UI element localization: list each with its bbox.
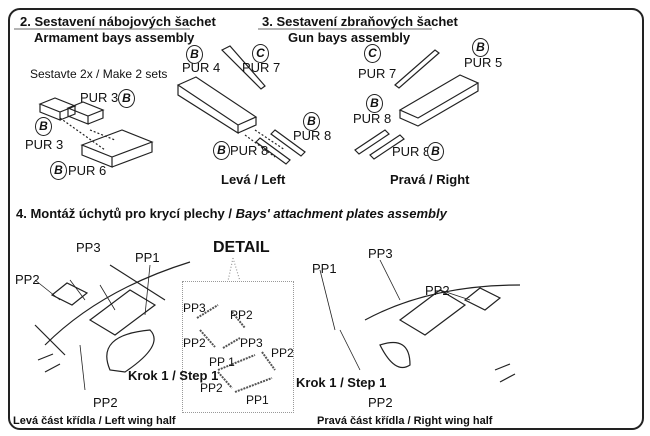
part-label: PUR 8 bbox=[230, 143, 269, 158]
section2-title-cz: 2. Sestavení nábojových šachet bbox=[20, 14, 216, 29]
material-b-marker: B bbox=[303, 112, 320, 131]
part-label: PUR 5 bbox=[464, 55, 503, 70]
part-label: PP1 bbox=[246, 393, 269, 407]
part-label: PUR 7 bbox=[358, 66, 397, 81]
part-label: PP3 bbox=[240, 336, 263, 350]
material-b-marker: B bbox=[213, 141, 230, 160]
detail-label: DETAIL bbox=[213, 239, 270, 256]
part-label: PP2 bbox=[93, 395, 118, 410]
part-label: PP3 bbox=[368, 246, 393, 261]
part-label: PP 1 bbox=[209, 355, 235, 369]
part-label: PUR 3 bbox=[80, 90, 119, 105]
section2-title-en: Armament bays assembly bbox=[34, 30, 195, 45]
part-label: PP3 bbox=[76, 240, 101, 255]
material-b-marker: B bbox=[472, 38, 489, 57]
left-wing-drawing bbox=[34, 261, 191, 391]
material-c-marker: C bbox=[252, 44, 269, 63]
part-label: PUR 8 bbox=[353, 111, 392, 126]
part-label: PP3 bbox=[183, 301, 206, 315]
left-caption: Levá / Left bbox=[221, 172, 286, 187]
part-label: PUR 3 bbox=[25, 137, 64, 152]
right-caption: Pravá / Right bbox=[390, 172, 470, 187]
right-wing-drawing bbox=[319, 259, 521, 383]
part-label: PP2 bbox=[200, 381, 223, 395]
material-b-marker: B bbox=[118, 89, 135, 108]
material-b-marker: B bbox=[366, 94, 383, 113]
section3-title-en: Gun bays assembly bbox=[288, 30, 411, 45]
part-label: PP1 bbox=[135, 250, 160, 265]
part-label: PP2 bbox=[368, 395, 393, 410]
part-label: PUR 7 bbox=[242, 60, 281, 75]
material-b-marker: B bbox=[427, 142, 444, 161]
part-label: PP2 bbox=[271, 346, 294, 360]
right-wing-caption: Pravá část křídla / Right wing half bbox=[317, 415, 493, 427]
left-step-label: Krok 1 / Step 1 bbox=[128, 368, 219, 383]
left-wing-caption: Levá část křídla / Left wing half bbox=[13, 415, 176, 427]
material-b-marker: B bbox=[186, 45, 203, 64]
part-label: PP2 bbox=[425, 283, 450, 298]
material-c-marker: C bbox=[364, 44, 381, 63]
detail-box bbox=[182, 281, 294, 413]
part-label: PUR 8 bbox=[293, 128, 332, 143]
armament-bay-drawing bbox=[38, 97, 154, 168]
part-label: PUR 8 bbox=[392, 144, 431, 159]
part-label: PP2 bbox=[15, 272, 40, 287]
instruction-frame bbox=[8, 8, 644, 430]
section2-note: Sestavte 2x / Make 2 sets bbox=[30, 67, 168, 81]
part-label: PP1 bbox=[312, 261, 337, 276]
part-label: PP2 bbox=[183, 336, 206, 350]
section4-title-en: Bays' attachment plates assembly bbox=[235, 206, 447, 221]
material-b-marker: B bbox=[35, 117, 52, 136]
part-label: PUR 6 bbox=[68, 163, 107, 178]
part-label: PP2 bbox=[230, 308, 253, 322]
right-step-label: Krok 1 / Step 1 bbox=[296, 375, 387, 390]
detail-plates-drawing bbox=[196, 304, 276, 393]
part-label: PUR 4 bbox=[182, 60, 221, 75]
gun-bay-right-drawing bbox=[354, 49, 480, 160]
section4-title-cz: 4. Montáž úchytů pro krycí plechy / bbox=[16, 206, 236, 221]
gun-bay-left-drawing bbox=[176, 45, 306, 165]
section3-title-cz: 3. Sestavení zbraňových šachet bbox=[262, 14, 458, 29]
material-b-marker: B bbox=[50, 161, 67, 180]
section4-title: 4. Montáž úchytů pro krycí plechy / Bays… bbox=[16, 207, 447, 221]
